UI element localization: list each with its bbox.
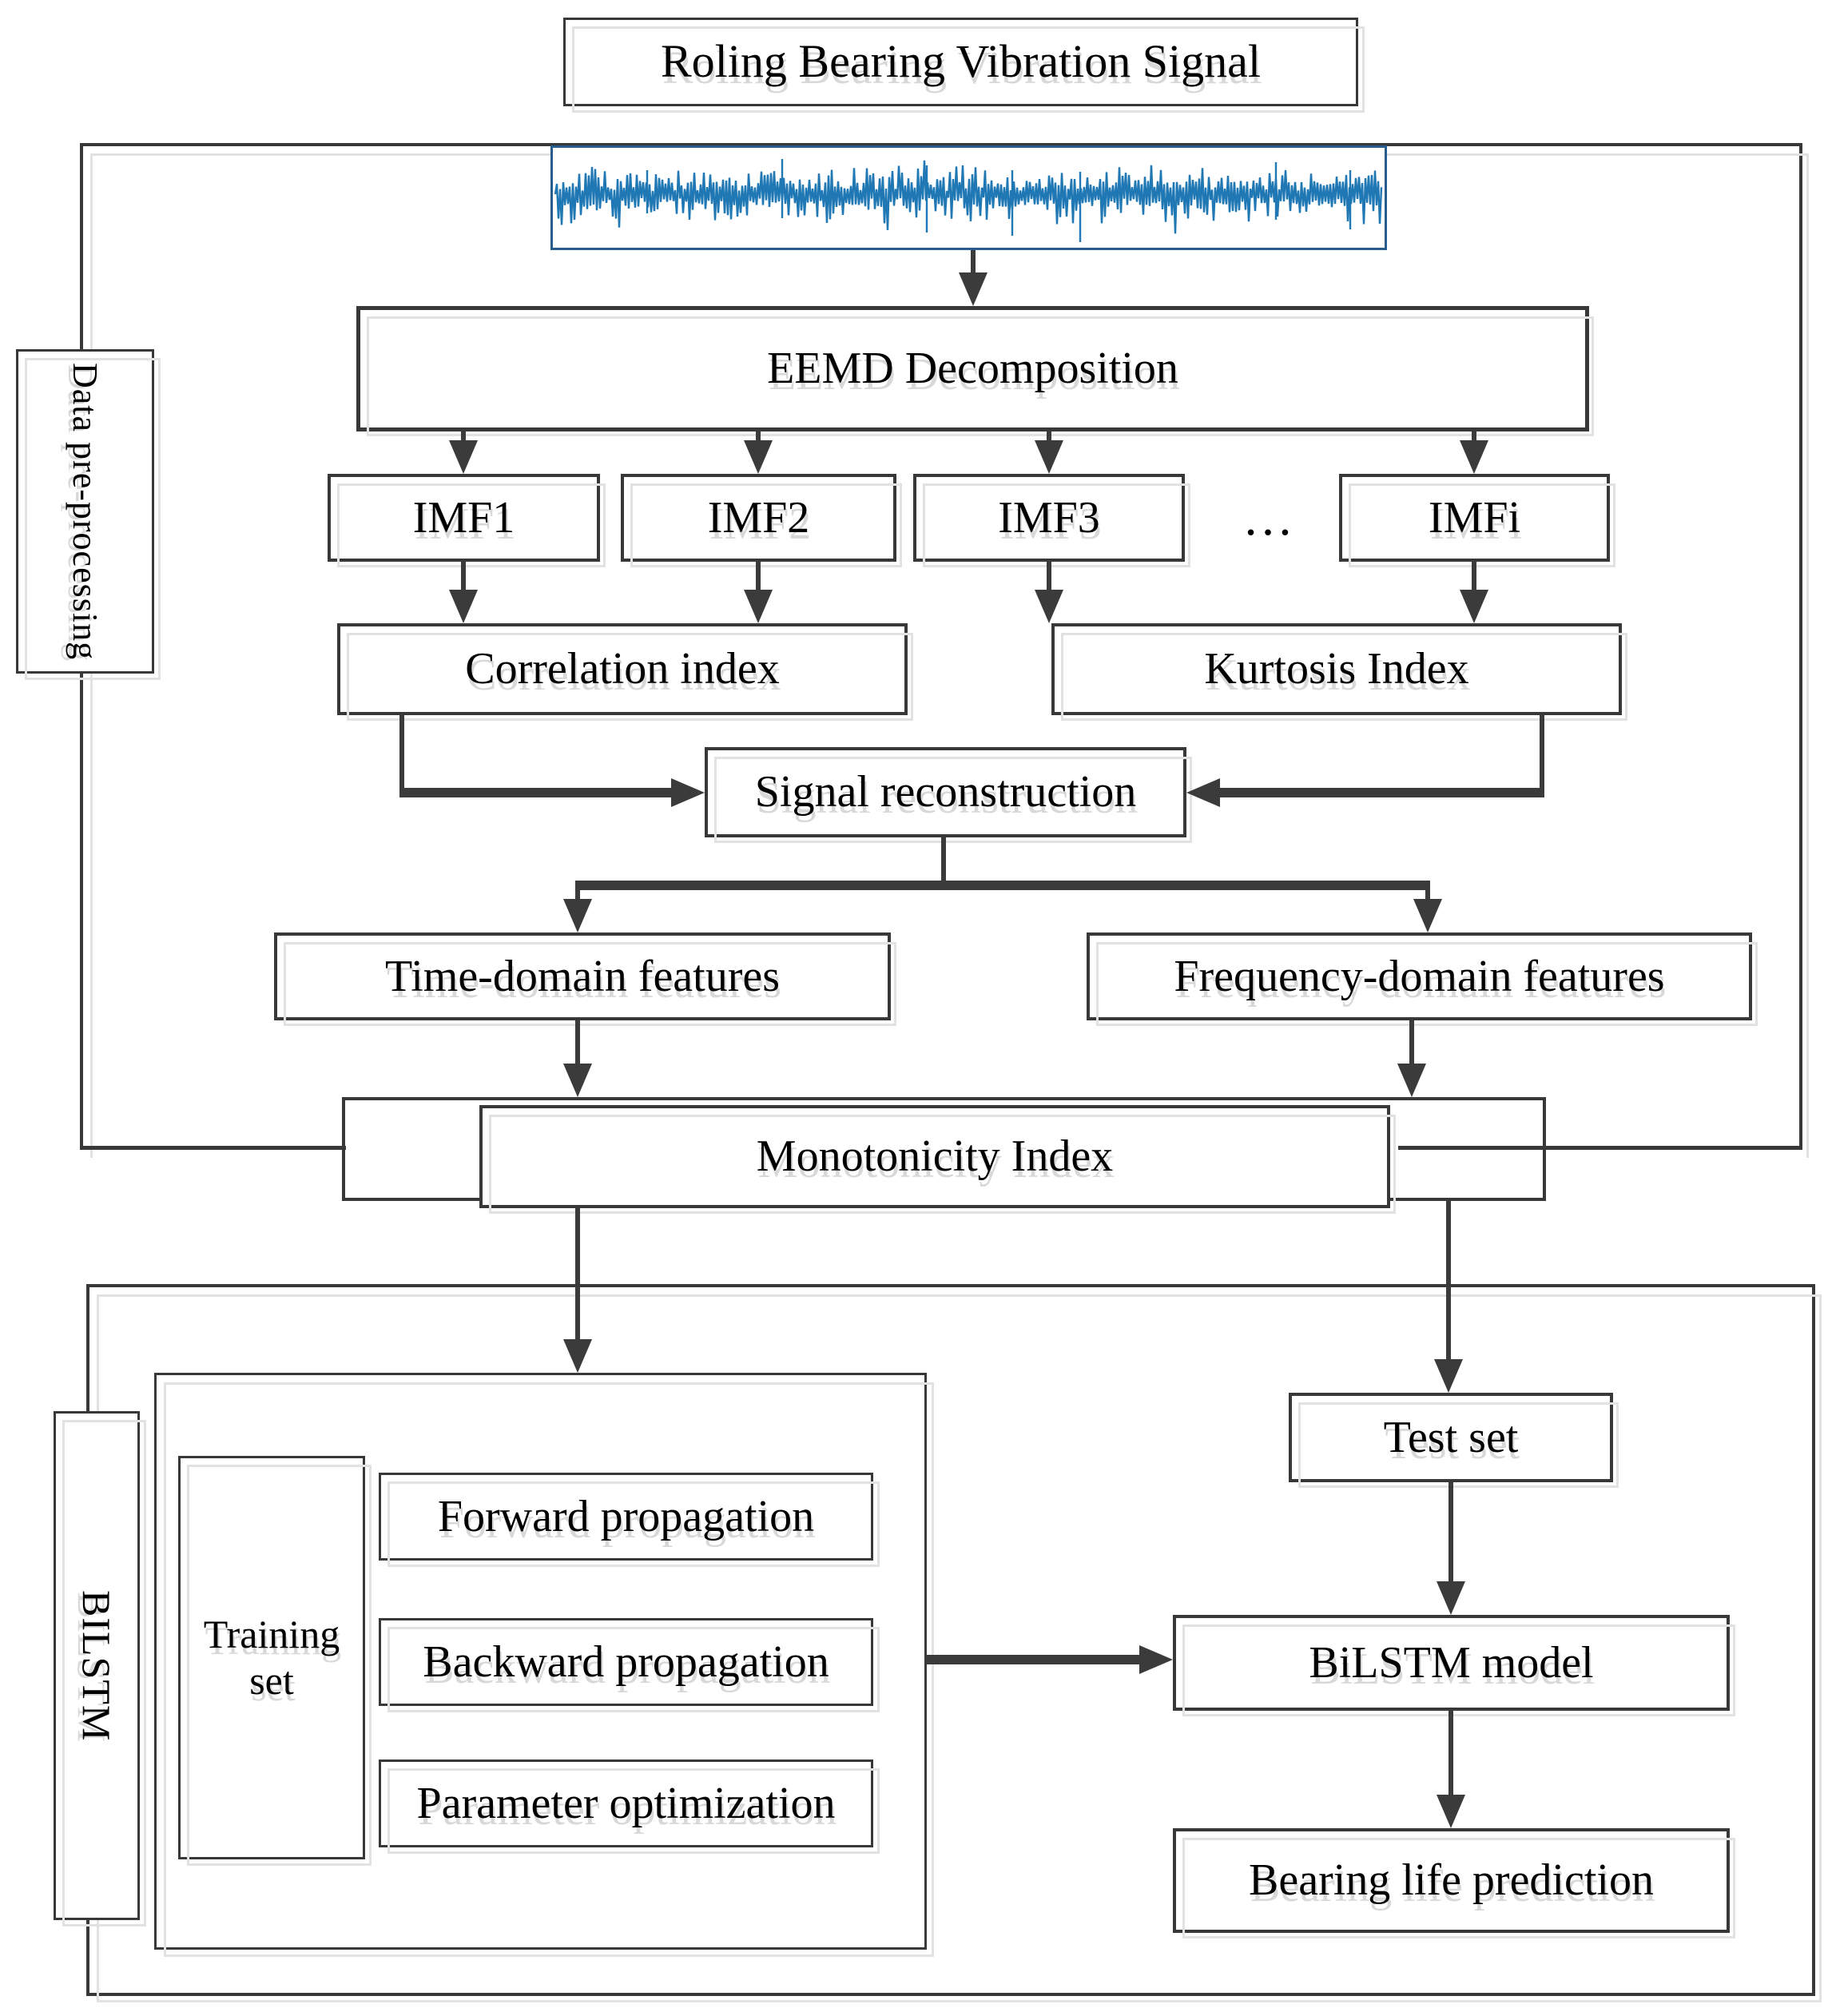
frequency-domain-features-label: Frequency-domain features <box>1174 951 1665 1001</box>
bearing-life-prediction-label: Bearing life prediction <box>1249 1855 1654 1906</box>
flow-line <box>399 715 404 797</box>
eemd-label: EEMD Decomposition <box>767 344 1178 394</box>
arrowhead-down-icon <box>1437 1795 1465 1828</box>
test-set-box: Test set <box>1289 1393 1619 1488</box>
training-set-label: Training set <box>203 1612 340 1703</box>
imf-ellipsis: … <box>1226 474 1314 562</box>
flow-line <box>756 562 761 592</box>
flow-line <box>1540 715 1544 797</box>
flow-line <box>1047 431 1051 443</box>
preprocessing-bottom-stub-left <box>80 1146 346 1150</box>
correlation-index-box: Correlation index <box>337 623 913 721</box>
arrowhead-down-icon <box>563 899 592 932</box>
flow-line <box>1446 1201 1451 1362</box>
arrowhead-down-icon <box>744 440 773 474</box>
monotonicity-index-label: Monotonicity Index <box>756 1131 1114 1182</box>
backward-propagation-label: Backward propagation <box>423 1636 829 1687</box>
flow-line <box>575 881 1430 890</box>
forward-propagation-label: Forward propagation <box>437 1491 815 1541</box>
correlation-index-label: Correlation index <box>465 644 780 694</box>
flow-line <box>461 562 466 592</box>
bilstm-model-box: BiLSTM model <box>1173 1615 1735 1716</box>
arrowhead-down-icon <box>1434 1359 1463 1393</box>
flow-line <box>1448 1482 1453 1584</box>
flow-line <box>971 250 976 275</box>
kurtosis-index-box: Kurtosis Index <box>1051 623 1627 721</box>
imf-ellipsis-text: … <box>1242 489 1298 547</box>
section-label-preprocessing-text: Data pre-processing <box>66 362 105 661</box>
arrowhead-down-icon <box>1437 1581 1465 1615</box>
flow-line <box>1220 788 1544 797</box>
flow-line <box>575 890 580 901</box>
flow-line <box>1047 562 1051 592</box>
arrowhead-down-icon <box>1035 590 1063 623</box>
arrowhead-right-icon <box>1139 1645 1173 1674</box>
arrowhead-down-icon <box>959 272 988 306</box>
kurtosis-index-label: Kurtosis Index <box>1204 644 1469 694</box>
backward-propagation-box: Backward propagation <box>379 1618 880 1712</box>
training-container <box>154 1373 934 1957</box>
page-title: Roling Bearing Vibration Signal <box>563 18 1365 113</box>
imfi-box: IMFi <box>1339 474 1615 567</box>
flow-line <box>941 837 946 885</box>
imfi-label: IMFi <box>1428 492 1521 543</box>
flow-line <box>927 1655 1139 1664</box>
section-label-preprocessing: Data pre-processing <box>16 349 161 680</box>
arrowhead-down-icon <box>1460 590 1488 623</box>
preprocessing-bottom-stub-right <box>1398 1146 1802 1150</box>
flow-line <box>461 431 466 443</box>
flow-line <box>575 1208 580 1342</box>
imf1-box: IMF1 <box>328 474 606 567</box>
time-domain-features-label: Time-domain features <box>384 951 781 1001</box>
vibration-signal-image <box>550 145 1387 250</box>
page-title-label: Roling Bearing Vibration Signal <box>661 35 1261 88</box>
arrowhead-down-icon <box>563 1339 592 1373</box>
arrowhead-down-icon <box>1397 1064 1426 1097</box>
parameter-optimization-label: Parameter optimization <box>416 1778 836 1828</box>
training-set-box: Training set <box>178 1456 372 1866</box>
eemd-decomposition-box: EEMD Decomposition <box>356 306 1594 436</box>
section-label-bilstm-text: BILSTM <box>74 1589 119 1742</box>
vibration-waveform-icon <box>554 159 1383 242</box>
arrowhead-right-icon <box>671 778 705 807</box>
arrowhead-down-icon <box>1035 440 1063 474</box>
imf3-box: IMF3 <box>913 474 1190 567</box>
imf2-label: IMF2 <box>707 492 810 543</box>
time-domain-features-box: Time-domain features <box>274 932 896 1026</box>
forward-propagation-box: Forward propagation <box>379 1473 880 1567</box>
monotonicity-index-box: Monotonicity Index <box>479 1105 1396 1214</box>
arrowhead-down-icon <box>744 590 773 623</box>
flow-line <box>1472 562 1476 592</box>
bearing-life-prediction-box: Bearing life prediction <box>1173 1828 1735 1938</box>
flow-line <box>1448 1711 1453 1797</box>
signal-reconstruction-label: Signal reconstruction <box>754 767 1137 817</box>
imf3-label: IMF3 <box>998 492 1100 543</box>
flow-line <box>399 788 673 797</box>
section-label-bilstm: BILSTM <box>54 1411 146 1927</box>
arrowhead-down-icon <box>449 590 478 623</box>
signal-reconstruction-box: Signal reconstruction <box>705 747 1192 843</box>
frequency-domain-features-box: Frequency-domain features <box>1087 932 1758 1026</box>
flow-line <box>1472 431 1476 443</box>
flow-line <box>1409 1020 1414 1066</box>
imf2-box: IMF2 <box>621 474 902 567</box>
flow-line <box>1425 890 1430 901</box>
imf1-label: IMF1 <box>412 492 515 543</box>
arrowhead-down-icon <box>449 440 478 474</box>
arrowhead-down-icon <box>1460 440 1488 474</box>
parameter-optimization-box: Parameter optimization <box>379 1760 880 1854</box>
arrowhead-left-icon <box>1186 778 1220 807</box>
flow-line <box>756 431 761 443</box>
test-set-label: Test set <box>1383 1412 1519 1462</box>
arrowhead-down-icon <box>1413 899 1442 932</box>
flow-line <box>575 1020 580 1066</box>
arrowhead-down-icon <box>563 1064 592 1097</box>
bilstm-model-label: BiLSTM model <box>1309 1637 1594 1688</box>
